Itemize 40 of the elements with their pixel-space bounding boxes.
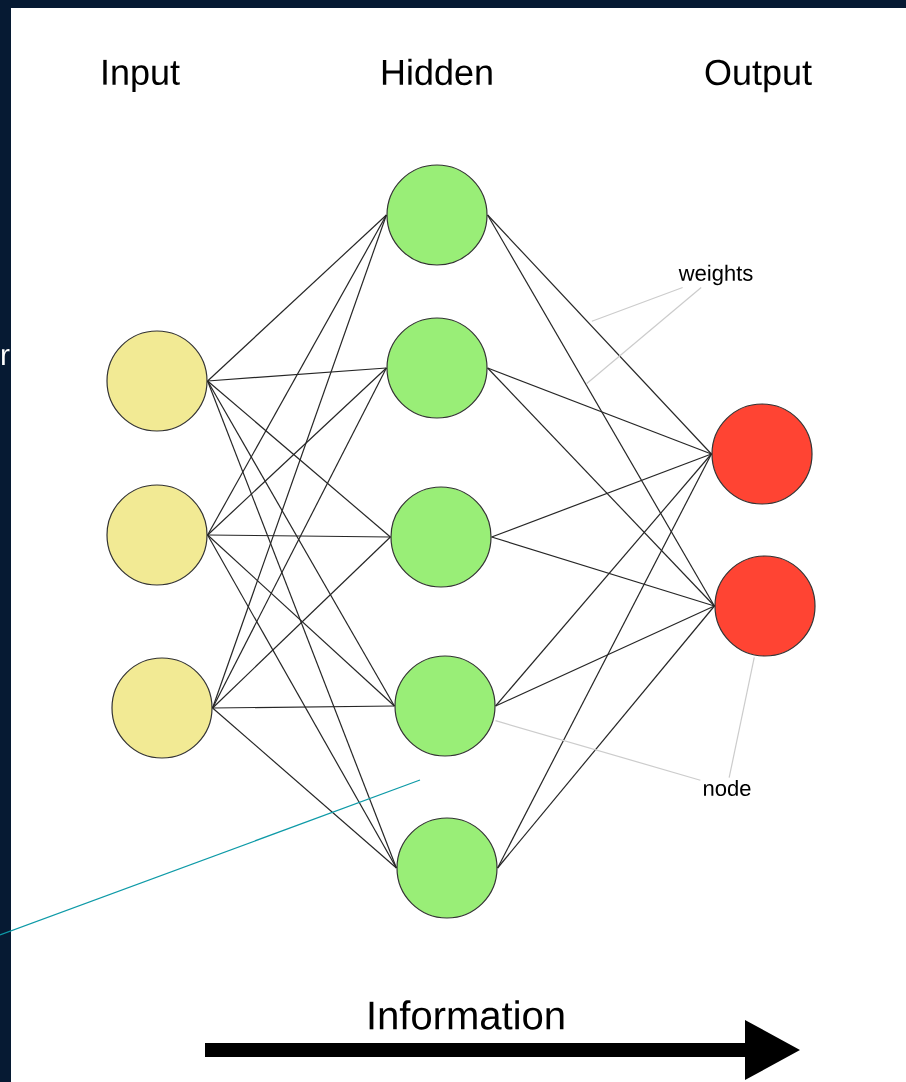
neuron-circle — [394, 655, 496, 757]
neuron-circle — [111, 657, 213, 759]
connection-line — [212, 705, 395, 709]
connection-line — [495, 453, 712, 707]
leader-line — [728, 656, 755, 779]
connection-line — [491, 536, 715, 607]
neuron-circle — [396, 817, 498, 919]
neuron-circle — [711, 403, 813, 505]
callout-label: weights — [678, 264, 753, 286]
neuron-circle — [714, 555, 816, 657]
connection-line — [212, 214, 387, 709]
neuron-circle — [390, 486, 492, 588]
connection-line — [207, 367, 387, 382]
connection-line — [207, 534, 397, 869]
connection-line — [487, 367, 715, 607]
leader-line — [591, 286, 684, 322]
callout-label: node — [704, 779, 751, 797]
leader-line — [585, 286, 702, 385]
connection-line — [207, 380, 397, 869]
neuron-circle — [106, 484, 208, 586]
leader-line — [494, 720, 701, 781]
arrow-label: Information — [369, 1000, 564, 1030]
neuron-circle — [386, 317, 488, 419]
neuron-circle — [386, 164, 488, 266]
column-heading: Output — [705, 59, 812, 93]
connection-line — [497, 605, 715, 869]
connection-line — [212, 707, 397, 869]
text-fragment: r — [2, 348, 10, 366]
connection-line — [495, 605, 715, 707]
column-heading: Input — [103, 59, 180, 93]
connection-line — [207, 214, 387, 536]
neuron-circle — [106, 330, 208, 432]
column-heading: Hidden — [382, 58, 492, 86]
connection-line — [207, 214, 387, 382]
connection-line — [497, 453, 712, 869]
connection-line — [207, 534, 391, 538]
connection-line — [491, 453, 712, 538]
connection-line — [487, 367, 712, 455]
connection-line — [487, 214, 712, 455]
connection-line — [487, 214, 715, 607]
